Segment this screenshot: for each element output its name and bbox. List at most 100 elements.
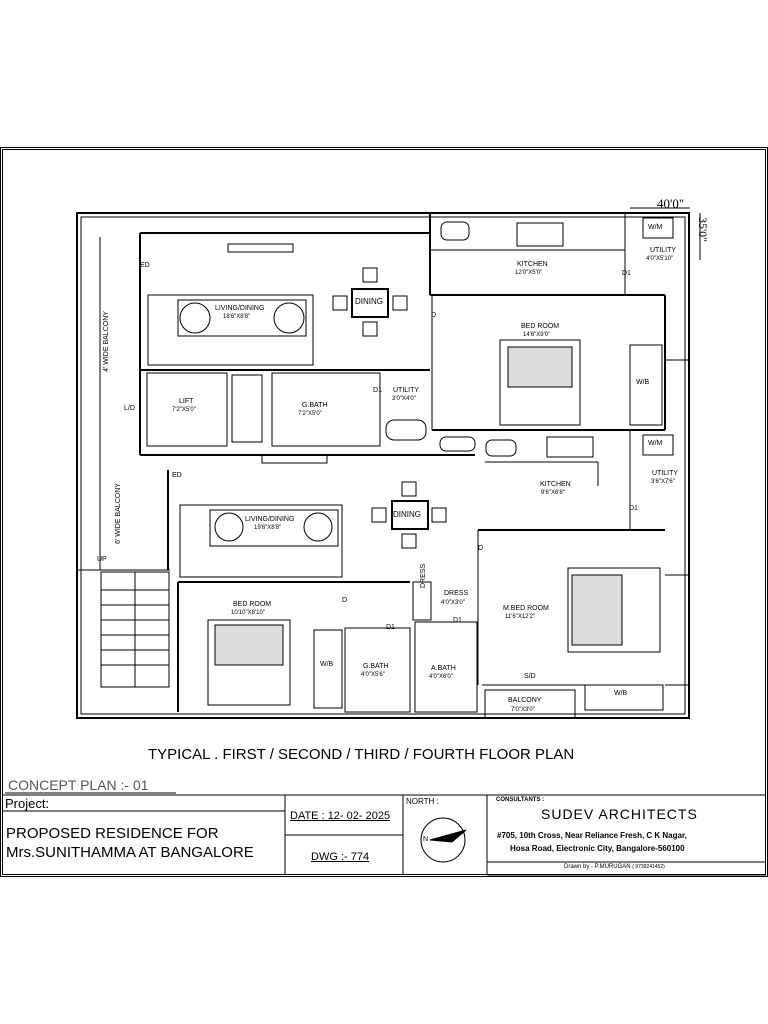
sofa-lower (179, 504, 343, 578)
wb-upper (629, 344, 663, 426)
concept-plan-label: CONCEPT PLAN :- 01 (8, 777, 149, 793)
wb-lower-left (313, 629, 343, 709)
upper-utility-mid-size: 3'0"X4'0" (392, 396, 416, 402)
dwg-number: DWG :- 774 (311, 851, 370, 863)
lower-gbath-size: 4'0"X5'6" (361, 672, 385, 678)
dining-chair-u3 (332, 295, 348, 311)
lift-name: LIFT (179, 398, 194, 405)
upper-utility-name: UTILITY (650, 247, 677, 254)
dress-vert (412, 581, 432, 621)
upper-wm-label: W/M (648, 224, 663, 231)
lower-d1-abath: D1 (453, 617, 462, 624)
lower-kitchen-name: KITCHEN (540, 481, 571, 488)
lift-shaft (146, 372, 228, 447)
outer-wall-inner (80, 216, 686, 715)
north-label: NORTH : (406, 797, 439, 806)
address-line-1: #705, 10th Cross, Near Reliance Fresh, C… (497, 831, 687, 840)
dining-chair-l3 (371, 507, 387, 523)
dining-table-lower (391, 500, 429, 530)
gbath-upper (271, 372, 381, 447)
lower-utility-size: 3'6"X7'6" (651, 479, 675, 485)
lower-bedroom-door: D (342, 597, 348, 604)
mbed-name: M.BED ROOM (503, 605, 549, 612)
dress-vertical-label: DRESS (420, 563, 427, 588)
upper-kitchen-name: KITCHEN (517, 261, 548, 268)
consultants-label: CONSULTANTS : (496, 797, 545, 803)
mbed-door: D (478, 545, 484, 552)
dining-chair-u2 (362, 321, 378, 337)
bed-upper (499, 339, 581, 426)
chair-upper-1 (179, 302, 211, 334)
lower-wm-label: W/M (648, 440, 663, 447)
lower-dining-label: DINING (393, 510, 421, 519)
dim-overall-depth: 35'0" (696, 216, 711, 243)
north-circle (420, 817, 466, 863)
wm-box-lower (642, 434, 674, 456)
upper-kitchen-size: 12'0"X5'0" (515, 270, 543, 276)
date-label: DATE : 12- 02- 2025 (290, 810, 391, 822)
stair-lift (231, 374, 263, 443)
bed-lower (207, 619, 291, 706)
balcony-rear (484, 689, 576, 719)
lower-living-name: LIVING/DINING (245, 516, 295, 523)
lower-gbath-name: G.BATH (363, 663, 389, 670)
bed-upper-mattress (507, 346, 573, 388)
chair-upper-2 (273, 302, 305, 334)
dim-overall-width: 40'0" (657, 196, 685, 211)
lower-kitchen-size: 9'6"X6'8" (541, 490, 565, 496)
sink-upper (440, 221, 470, 241)
upper-bedroom-door: D (431, 312, 437, 319)
dining-table-upper (351, 288, 389, 318)
upper-utility-mid-name: UTILITY (393, 387, 420, 394)
drawn-by: Drawn by - P.MURUGAN ( 9739241452) (564, 864, 665, 870)
hob-upper (516, 222, 564, 247)
lower-bedroom-name: BED ROOM (233, 601, 272, 608)
upper-living-size: 18'6"X8'8" (223, 314, 251, 320)
drawing-title: TYPICAL . FIRST / SECOND / THIRD / FOURT… (148, 746, 575, 763)
lower-living-size: 19'6"X8'8" (254, 525, 282, 531)
lower-utility-name: UTILITY (652, 470, 679, 477)
bed-master (567, 567, 661, 653)
upper-bedroom-name: BED ROOM (521, 323, 560, 330)
sliding-door-label: S/D (524, 673, 536, 680)
window-upper (227, 243, 294, 253)
upper-d1-utility: D1 (373, 387, 382, 394)
dining-chair-l1 (401, 481, 417, 497)
upper-bedroom-size: 14'6"X9'0" (523, 332, 551, 338)
drawn-by-name: Drawn by - P.MURUGAN (564, 864, 631, 870)
address-line-2: Hosa Road, Electronic City, Bangalore-56… (510, 844, 685, 853)
wb-lower-right (584, 684, 664, 711)
sink-lower-1 (439, 436, 476, 452)
lower-balcony-label: 6' WIDE BALCONY (114, 483, 122, 544)
bed-master-mattress (571, 574, 623, 646)
lower-d1-gbath: D1 (386, 624, 395, 631)
chair-lower-2 (303, 512, 333, 542)
window-mid (261, 454, 328, 464)
upper-utility-size: 4'0"X5'10" (646, 256, 674, 262)
upper-wb-label: W/B (636, 379, 650, 386)
north-n-letter: N (423, 836, 429, 843)
project-line-1: PROPOSED RESIDENCE FOR (6, 825, 219, 842)
hob-lower (546, 436, 594, 458)
lower-abath-size: 4'0"X6'0" (429, 674, 453, 680)
gbath-lower (344, 627, 411, 713)
sink-lower-2 (485, 439, 517, 457)
drawn-by-phone: ( 9739241452) (632, 864, 665, 870)
dining-chair-u4 (392, 295, 408, 311)
firm-name: SUDEV ARCHITECTS (541, 806, 698, 822)
lower-wb-left-label: W/B (320, 661, 334, 668)
rear-balcony-name: BALCONY (508, 697, 542, 704)
abath-lower (414, 621, 478, 713)
chair-lower-1 (214, 512, 244, 542)
lower-wb-right-label: W/B (614, 690, 628, 697)
lower-bedroom-size: 10'10"X8'10" (231, 610, 265, 616)
dining-chair-u1 (362, 267, 378, 283)
upper-gbath-name: G.BATH (302, 402, 328, 409)
lift-door-label: L/D (124, 405, 135, 412)
mbed-size: 11'6"X12'2" (505, 614, 536, 620)
wm-box-upper (642, 217, 674, 239)
project-label: Project: (5, 796, 50, 811)
upper-balcony-label: 4' WIDE BALCONY (102, 311, 110, 372)
upper-ed-label: ED (140, 262, 150, 269)
